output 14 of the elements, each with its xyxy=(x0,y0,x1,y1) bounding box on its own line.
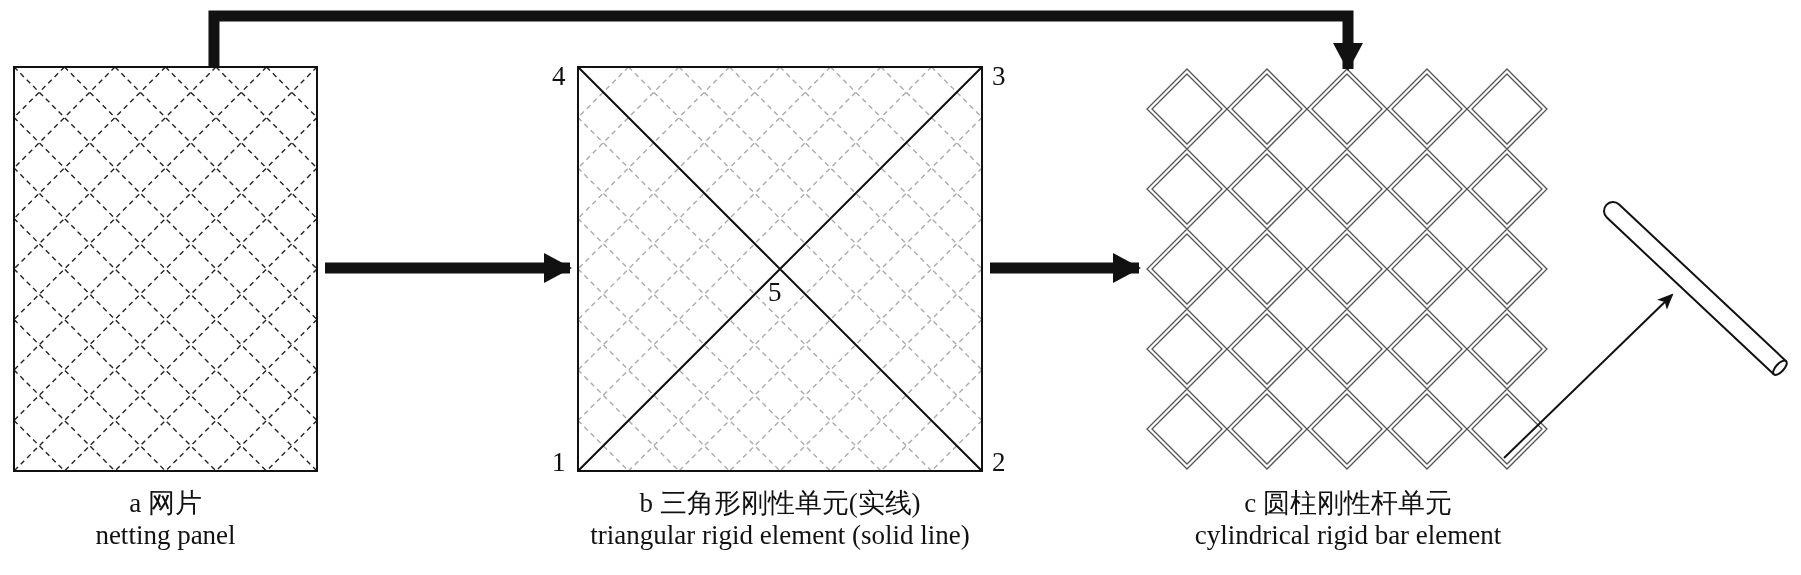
point-number: 4 xyxy=(552,62,566,90)
arrow xyxy=(1503,293,1674,459)
arrow xyxy=(325,253,572,283)
panel-caption: c 圆柱刚性杆单元 xyxy=(1244,488,1452,518)
point-number: 2 xyxy=(992,448,1006,476)
panel-caption: b 三角形刚性单元(实线) xyxy=(639,488,921,518)
point-number: 5 xyxy=(768,278,782,306)
panel-caption: a 网片 xyxy=(129,488,202,518)
panel-caption: triangular rigid element (solid line) xyxy=(590,520,970,550)
point-number: 1 xyxy=(552,448,566,476)
arrow xyxy=(990,253,1141,283)
panel-caption: netting panel xyxy=(95,520,236,550)
point-number: 3 xyxy=(992,62,1006,90)
panel-caption: cylindrical rigid bar element xyxy=(1194,520,1502,550)
